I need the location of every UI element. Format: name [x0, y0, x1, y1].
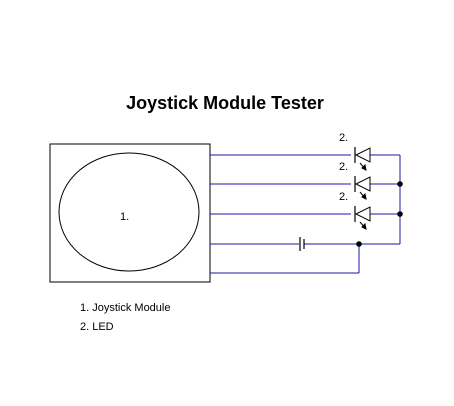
junction-dot [356, 241, 362, 247]
legend-item-led: 2. LED [80, 321, 114, 333]
led-label-1: 2. [339, 132, 348, 144]
led-label-2: 2. [339, 161, 348, 173]
junction-dot [397, 211, 403, 217]
led-label-3: 2. [339, 191, 348, 203]
led-1 [354, 147, 371, 171]
led-2 [354, 176, 371, 200]
joystick-module-knob [58, 152, 200, 272]
junction-dot [397, 181, 403, 187]
legend-item-joystick: 1. Joystick Module [80, 302, 170, 314]
joystick-label: 1. [120, 211, 129, 223]
led-3 [354, 206, 371, 230]
diagram-title: Joystick Module Tester [126, 93, 324, 113]
